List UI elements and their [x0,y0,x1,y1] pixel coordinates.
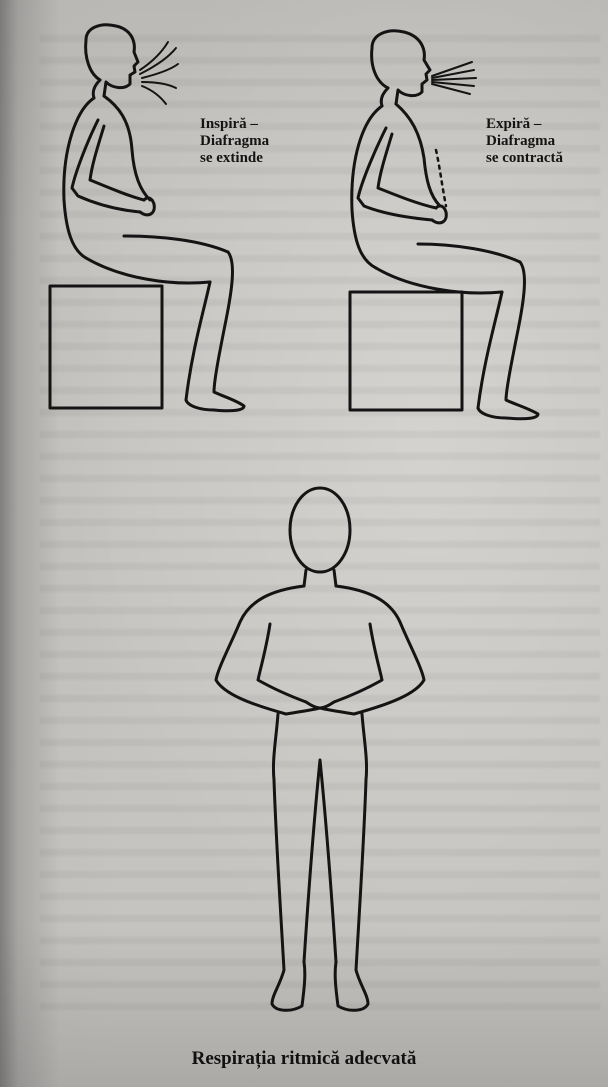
exhale-label-line1: Expiră – [486,116,563,133]
inhale-label-line2: Diafragma [200,133,269,150]
standing-figure [216,488,424,1010]
inhale-label-line1: Inspiră – [200,116,269,133]
exhale-label-line2: Diafragma [486,133,563,150]
inhale-label-line3: se extinde [200,150,269,167]
seated-figure-exhale [350,31,538,419]
exhale-label: Expiră – Diafragma se contractă [486,116,563,167]
inhale-label: Inspiră – Diafragma se extinde [200,116,269,167]
exhale-label-line3: se contractă [486,150,563,167]
figure-caption: Respirația ritmică adecvată [0,1048,608,1070]
seated-figure-inhale [50,25,244,411]
